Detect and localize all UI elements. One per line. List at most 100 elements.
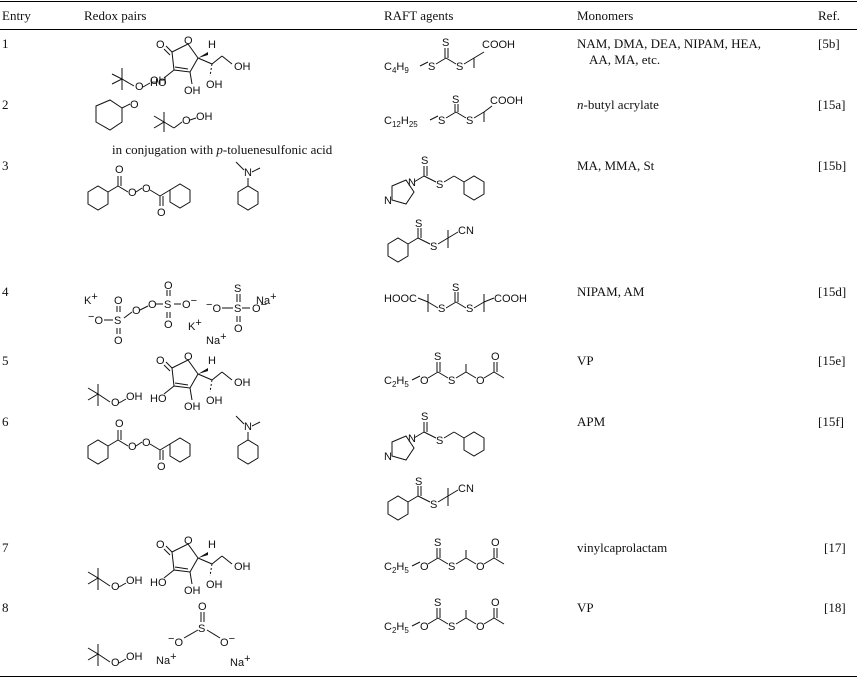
sulfur-label: S [466, 115, 473, 127]
monomers-cell: NAM, DMA, DEA, NIPAM, HEA, [577, 36, 762, 51]
raft-trithiocarbonate-c4: C4H9 S S S COOH [384, 37, 515, 75]
top-rule [0, 1, 857, 2]
header-raft-agents: RAFT agents [384, 8, 454, 23]
sulfur-label: S [448, 621, 455, 633]
oxygen-label: O [420, 561, 429, 573]
alkyl-label: C2H5 [384, 561, 409, 575]
oxide-anion-label: −O [168, 633, 183, 649]
hydroxyl-label: OH [206, 395, 223, 407]
carboxyl-label: COOH [494, 293, 527, 305]
carbonyl-oxygen-label: O [491, 351, 500, 363]
bottom-rule [0, 676, 857, 677]
raft-trithiocarbonate-c12: C12H25 S S S COOH [384, 94, 523, 129]
carboxyl-label: COOH [482, 39, 515, 51]
oxygen-label: O [128, 187, 137, 199]
sulfur-label: S [434, 537, 441, 549]
raft-xanthate: C2H5 O S S O O [384, 537, 505, 575]
header-rule [0, 29, 857, 30]
oxygen-label: O [111, 657, 120, 669]
sulfur-label: S [234, 283, 241, 295]
oxygen-label: O [420, 621, 429, 633]
hydroxyl-label: OH [234, 377, 251, 389]
oxygen-label: O [182, 115, 191, 127]
ref-cell: [5b] [818, 36, 840, 51]
sulfur-label: S [434, 351, 441, 363]
ref-cell: [15e] [818, 353, 846, 368]
sulfur-label: S [442, 37, 449, 49]
carbonyl-oxygen-label: O [491, 597, 500, 609]
sulfur-label: S [438, 115, 445, 127]
sulfur-label: S [448, 375, 455, 387]
sodium-ion-label: Na+ [230, 653, 251, 669]
oxygen-label: O [142, 437, 151, 449]
tbhp-structure: O OH [87, 384, 143, 409]
sodium-thiosulfate-structure: S S −O O− O Na+ Na+ [206, 283, 277, 347]
oxide-anion-label: O− [220, 633, 235, 649]
raft-xanthate: C2H5 O S S O O [384, 597, 505, 635]
carbonyl-oxygen-label: O [156, 39, 165, 51]
oxygen-label: O [476, 621, 485, 633]
hydroxyl-label: OH [184, 401, 201, 413]
carboxyl-label: HOOC [384, 293, 417, 305]
raft-xanthate: C2H5 O S S O O [384, 351, 505, 389]
hydroxyl-label: OH [126, 391, 143, 403]
oxygen-label: O [114, 335, 123, 347]
nitrogen-label: N [384, 451, 392, 463]
entry-number: 8 [2, 600, 9, 615]
oxide-anion-label: O− [182, 295, 197, 311]
dimethylaniline-structure: N [235, 415, 261, 465]
oxygen-label: O [114, 295, 123, 307]
raft-dicarboxy-trithiocarbonate: HOOC S S S COOH [384, 282, 527, 315]
hydroxyl-label: OH [206, 579, 223, 591]
oxygen-label: O [164, 280, 173, 292]
oxygen-label: O [128, 441, 137, 453]
monomers-cell: vinylcaprolactam [577, 540, 668, 555]
nitrogen-label: N [408, 177, 416, 189]
entry-number: 5 [2, 353, 9, 368]
nitrogen-label: N [408, 433, 416, 445]
sulfur-label: S [430, 241, 437, 253]
sulfur-label: S [164, 299, 171, 311]
nitrogen-label: N [244, 421, 252, 433]
hydroxyl-label: OH [234, 561, 251, 573]
tbhp-structure: O OH [153, 111, 213, 132]
ref-cell: [18] [824, 600, 846, 615]
oxygen-label: O [164, 319, 173, 331]
entry-number: 7 [2, 540, 9, 555]
ref-cell: [17] [824, 540, 846, 555]
sulfur-label: S [452, 94, 459, 106]
monomers-cell: NIPAM, AM [577, 284, 645, 299]
carbonyl-oxygen-label: O [157, 461, 166, 473]
nitrogen-label: N [244, 167, 252, 179]
entry-number: 4 [2, 284, 9, 299]
sulfur-label: S [114, 315, 121, 327]
hydroxyl-label: OH [150, 75, 167, 87]
sodium-ion-label: Na+ [256, 291, 277, 307]
sulfur-label: S [234, 303, 241, 315]
oxygen-label: O [135, 81, 144, 93]
hydroxyl-label: OH [234, 61, 251, 73]
sulfur-label: S [421, 155, 428, 167]
tbhp-structure: O OH [111, 68, 167, 93]
sulfur-label: S [428, 61, 435, 73]
hydrogen-label: H [208, 539, 216, 551]
cyclohexanone-structure: O [95, 99, 139, 131]
oxygen-label: O [198, 601, 207, 613]
entry-number: 3 [2, 158, 9, 173]
potassium-persulfate-structure: K+ −O S O O O O S O O O− K+ [84, 280, 202, 347]
sulfur-label: S [415, 476, 422, 488]
redox-note-prefix: in conjugation with [112, 142, 217, 157]
hydroxyl-label: HO [150, 77, 167, 89]
sodium-ion-label: Na+ [206, 331, 227, 347]
monomers-cell: n-butyl acrylate [577, 97, 659, 112]
monomers-cell: MA, MMA, St [577, 158, 655, 173]
oxygen-label: O [234, 323, 243, 335]
oxygen-label: O [132, 305, 141, 317]
hydroxyl-label: OH [196, 111, 213, 123]
raft-dithiobenzoate: S S CN [387, 476, 474, 521]
header-redox-pairs: Redox pairs [84, 8, 147, 23]
ring-oxygen-label: O [184, 351, 193, 363]
ascorbic-acid-structure: O O HO OH H OH OH [150, 535, 251, 597]
alkyl-label: C2H5 [384, 621, 409, 635]
